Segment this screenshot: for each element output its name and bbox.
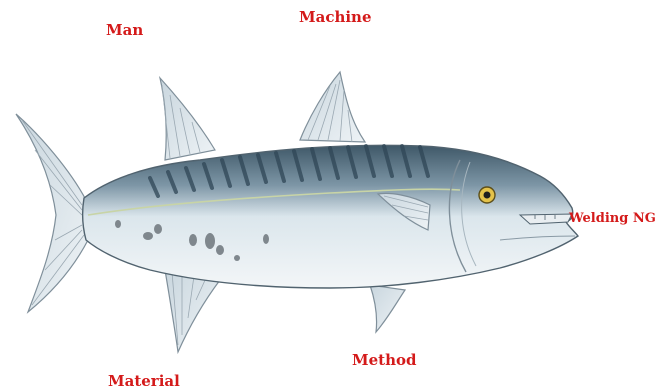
dorsal-fin-front	[160, 78, 215, 160]
cause-label-method: Method	[352, 353, 416, 368]
pelvic-fin	[370, 285, 405, 332]
fish-body	[83, 145, 578, 288]
tail-fin	[16, 114, 88, 312]
cause-label-material: Material	[108, 374, 180, 389]
effect-label: Welding NG	[569, 212, 656, 225]
cause-label-machine: Machine	[299, 10, 372, 25]
cause-label-man: Man	[106, 23, 143, 38]
fish-mouth	[520, 214, 572, 224]
dorsal-fin-rear	[300, 72, 365, 142]
anal-fin	[165, 270, 220, 352]
